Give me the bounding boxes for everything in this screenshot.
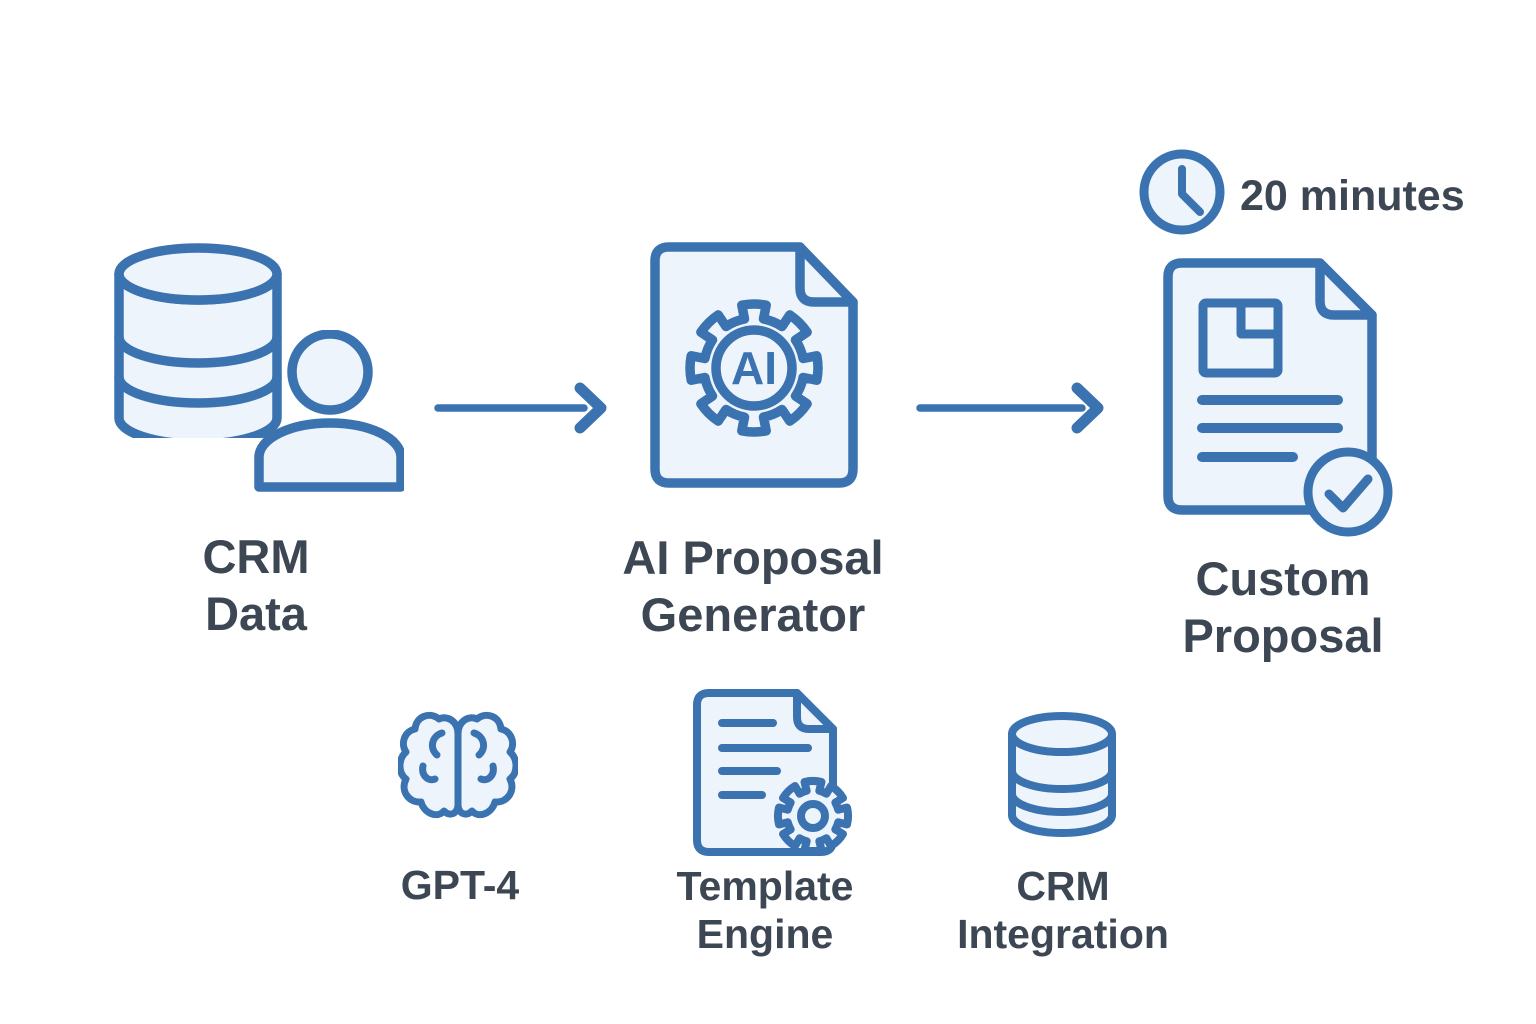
folded-corner <box>795 242 858 307</box>
user-icon <box>254 330 404 492</box>
gpt-4-line-1: GPT-4 <box>400 862 520 908</box>
ai-generator-line-2: Generator <box>640 588 866 641</box>
database-icon <box>114 243 282 438</box>
document-gear-icon <box>693 689 853 856</box>
crm-data-line-1: CRM <box>202 530 310 583</box>
time-badge-label: 20 minutes <box>1240 172 1465 220</box>
text-lines <box>1197 395 1343 462</box>
brain-icon <box>398 711 518 819</box>
folded-corner <box>1315 258 1377 320</box>
checkmark-icon <box>1324 474 1373 513</box>
template-engine-line-2: Engine <box>696 911 834 957</box>
component-label-gpt-4: GPT-4 <box>335 861 585 909</box>
text-lines <box>718 719 812 799</box>
ai-gear-label: AI <box>731 342 777 394</box>
crm-data-line-2: Data <box>205 587 307 640</box>
database-icon <box>1008 712 1116 837</box>
template-engine-line-1: Template <box>676 863 854 909</box>
check-circle-icon <box>1303 447 1393 537</box>
crm-integration-line-2: Integration <box>957 911 1169 957</box>
arrow-right-icon <box>916 382 1104 434</box>
custom-proposal-line-1: Custom <box>1195 552 1371 605</box>
ai-generator-line-1: AI Proposal <box>622 531 884 584</box>
clock-icon <box>1139 149 1225 235</box>
custom-proposal-line-2: Proposal <box>1182 609 1384 662</box>
document-check-icon <box>1163 258 1393 537</box>
arrow-right-icon <box>434 382 607 434</box>
ai-document-gear-icon: AI <box>650 242 858 488</box>
folded-corner <box>793 689 837 733</box>
gear-icon <box>773 776 853 856</box>
crm-integration-line-1: CRM <box>1016 863 1110 909</box>
